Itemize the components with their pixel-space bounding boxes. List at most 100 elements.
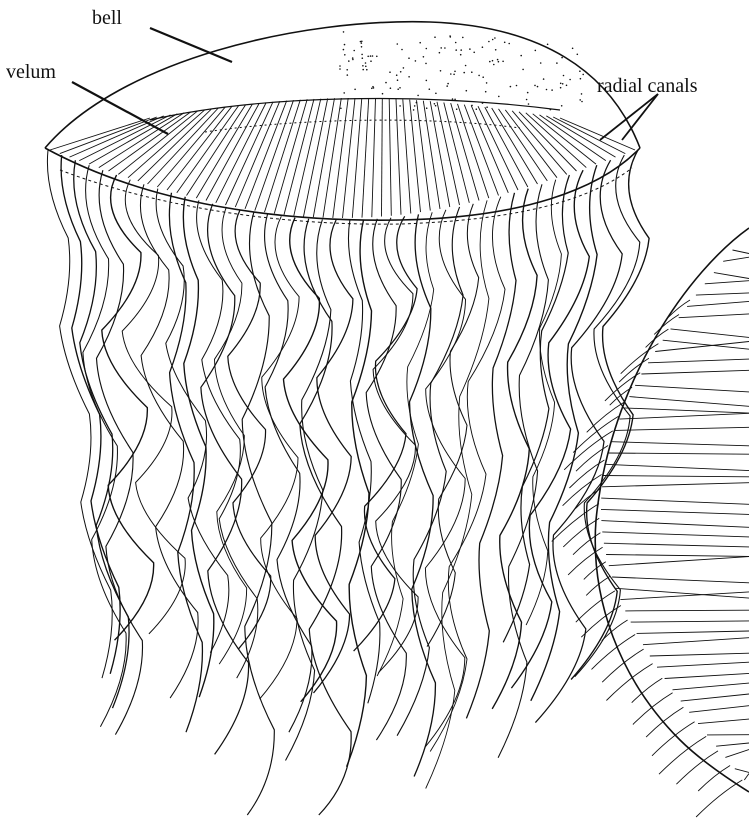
- radial-canal-line: [323, 98, 341, 218]
- stipple-dot: [579, 70, 581, 72]
- stipple-dot: [346, 69, 348, 71]
- tentacle: [397, 207, 463, 736]
- stipple-dot: [535, 50, 537, 52]
- stipple-dot: [577, 54, 579, 56]
- stipple-dot: [339, 68, 341, 70]
- stipple-dot: [551, 89, 553, 91]
- fringe-tentacle: [652, 722, 695, 756]
- fringe-tentacle: [573, 416, 618, 452]
- tentacle: [314, 220, 353, 693]
- stipple-dot: [546, 89, 548, 91]
- stipple-dot: [419, 42, 421, 44]
- tentacle: [535, 160, 622, 722]
- stipple-dot: [426, 48, 428, 50]
- stipple-dot: [489, 61, 491, 63]
- second-radial-line: [604, 543, 749, 547]
- radial-canal-line: [70, 116, 164, 157]
- second-radial-line: [673, 683, 749, 690]
- second-radial-line: [744, 774, 749, 781]
- stipple-dot: [399, 87, 401, 89]
- stipple-dot: [362, 57, 364, 59]
- stipple-dot: [367, 56, 369, 58]
- stipple-dot: [560, 87, 562, 89]
- second-radial-line: [629, 397, 749, 407]
- stipple-dot: [465, 65, 467, 67]
- radial-canal-line: [235, 101, 279, 207]
- radial-canal-line: [148, 108, 219, 184]
- stipple-dot: [580, 78, 582, 80]
- stipple-dot: [543, 78, 545, 80]
- tentacle: [228, 210, 271, 650]
- second-radial-line: [657, 662, 749, 667]
- stipple-dot: [493, 64, 495, 66]
- stipple-dot: [460, 54, 462, 56]
- stipple-dot: [397, 88, 399, 90]
- fringe-tentacle: [563, 518, 599, 547]
- stipple-dot: [400, 71, 402, 73]
- stipple-dot: [408, 57, 410, 59]
- stipple-dot: [453, 74, 455, 76]
- stipple-dot: [344, 54, 346, 56]
- stipple-dot: [426, 80, 428, 82]
- fringe-tentacle: [632, 678, 663, 703]
- stipple-dot: [510, 86, 512, 88]
- radial-canal-line: [492, 108, 538, 184]
- tentacle: [571, 150, 649, 680]
- stipple-dot: [469, 48, 471, 50]
- stipple-dot: [362, 69, 364, 71]
- second-radial-line: [619, 413, 749, 419]
- stipple-dot: [516, 85, 518, 87]
- second-radial-line: [601, 498, 749, 504]
- second-radial-line: [631, 621, 749, 622]
- second-radial-line: [625, 610, 749, 611]
- stipple-dot: [370, 55, 372, 57]
- second-radial-line: [687, 301, 749, 306]
- velum-label: velum: [6, 62, 56, 82]
- stipple-dot: [450, 73, 452, 75]
- second-radial-line: [714, 273, 749, 279]
- stipple-dot: [488, 41, 490, 43]
- stipple-dot: [385, 82, 387, 84]
- tentacle: [427, 204, 479, 647]
- radial-canal-line: [362, 98, 369, 218]
- bell-pointer-line: [150, 28, 232, 62]
- stipple-dot: [556, 62, 558, 64]
- second-radial-line: [615, 427, 749, 430]
- fringe-tentacle: [606, 664, 652, 701]
- stipple-dot: [370, 60, 372, 62]
- second-radial-line: [606, 555, 749, 557]
- stipple-dot: [454, 99, 456, 101]
- stipple-dot: [582, 74, 584, 76]
- stipple-dot: [361, 46, 363, 48]
- second-radial-line: [655, 342, 749, 352]
- stipple-dot: [550, 109, 552, 111]
- stipple-dot: [502, 61, 504, 63]
- radial-canal-line: [403, 99, 411, 213]
- tentacle: [377, 212, 434, 676]
- stipple-dot: [455, 42, 457, 44]
- tentacle: [526, 180, 561, 625]
- stipple-dot: [440, 70, 442, 72]
- radial-canal-line: [206, 103, 259, 200]
- stipple-dot: [528, 103, 530, 105]
- second-radial-line: [643, 638, 749, 645]
- second-radial-line: [606, 464, 749, 470]
- stipple-dot: [504, 42, 506, 44]
- stipple-dot: [352, 57, 354, 59]
- radial-canal-line: [274, 99, 307, 213]
- radial-canal-line: [560, 118, 635, 150]
- stipple-dot: [439, 52, 441, 54]
- second-radial-line: [698, 719, 749, 724]
- stipple-dot: [492, 60, 494, 62]
- tentacle: [156, 189, 229, 653]
- stipple-dot: [339, 65, 341, 67]
- stipple-dot: [485, 91, 487, 93]
- second-radial-line: [681, 694, 749, 701]
- stipple-dot: [343, 92, 345, 94]
- second-bell-radial-canals: [601, 250, 749, 780]
- second-radial-line: [723, 257, 749, 261]
- stipple-dot: [452, 98, 454, 100]
- stipple-dot: [508, 43, 510, 45]
